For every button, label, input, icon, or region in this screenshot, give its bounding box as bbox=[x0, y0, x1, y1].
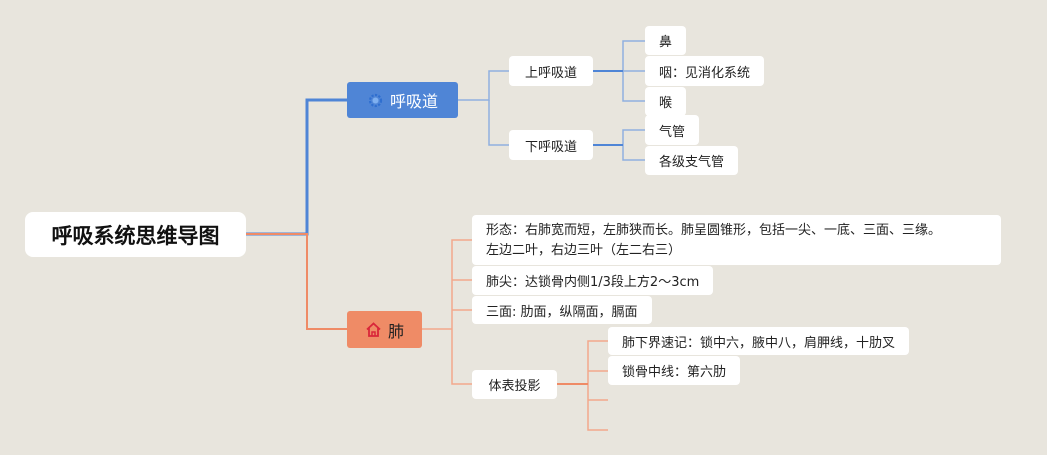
node-lung-surfaces[interactable]: 三面: 肋面，纵隔面，膈面 bbox=[472, 296, 652, 324]
lung-shape-line2: 左边二叶，右边三叶（左二右三） bbox=[486, 243, 682, 258]
node-midclavicular-line[interactable]: 锁骨中线：第六肋 bbox=[608, 356, 741, 385]
node-surface-projection[interactable]: 体表投影 bbox=[472, 370, 557, 399]
link-projection-items bbox=[557, 340, 608, 431]
link-lung-items bbox=[422, 239, 472, 385]
node-pharynx[interactable]: 咽：见消化系统 bbox=[645, 56, 765, 86]
link-resp-lower bbox=[488, 100, 509, 146]
branch-lung[interactable]: 肺 bbox=[347, 311, 422, 348]
node-nose[interactable]: 鼻 bbox=[645, 26, 687, 55]
node-lung-shape[interactable]: 形态：右肺宽而短，左肺狭而长。肺呈圆锥形，包括一尖、一底、三面、三缘。 左边二叶… bbox=[472, 215, 1001, 265]
link-resp-upper bbox=[458, 70, 509, 101]
branch-respiratory-tract[interactable]: 呼吸道 bbox=[347, 82, 458, 118]
house-icon bbox=[365, 321, 382, 338]
node-larynx[interactable]: 喉 bbox=[645, 87, 687, 116]
node-bronchi[interactable]: 各级支气管 bbox=[645, 146, 739, 175]
node-lower-border-mnemonic[interactable]: 肺下界速记：锁中六，腋中八，肩胛线，十肋叉 bbox=[608, 327, 910, 355]
branch-lung-label: 肺 bbox=[387, 321, 404, 341]
node-lower-tract[interactable]: 下呼吸道 bbox=[509, 130, 593, 160]
link-root-lung bbox=[246, 233, 347, 330]
node-trachea[interactable]: 气管 bbox=[645, 115, 700, 145]
lung-shape-line1: 形态：右肺宽而短，左肺狭而长。肺呈圆锥形，包括一尖、一底、三面、三缘。 bbox=[486, 223, 942, 238]
node-lung-apex[interactable]: 肺尖：达锁骨内侧1/3段上方2～3cm bbox=[472, 266, 714, 295]
gear-icon bbox=[367, 92, 384, 109]
branch-respiratory-tract-label: 呼吸道 bbox=[389, 92, 438, 111]
root-topic[interactable]: 呼吸系统思维导图 bbox=[25, 212, 246, 257]
node-upper-tract[interactable]: 上呼吸道 bbox=[509, 56, 593, 86]
link-root-respiratory bbox=[246, 98, 347, 236]
